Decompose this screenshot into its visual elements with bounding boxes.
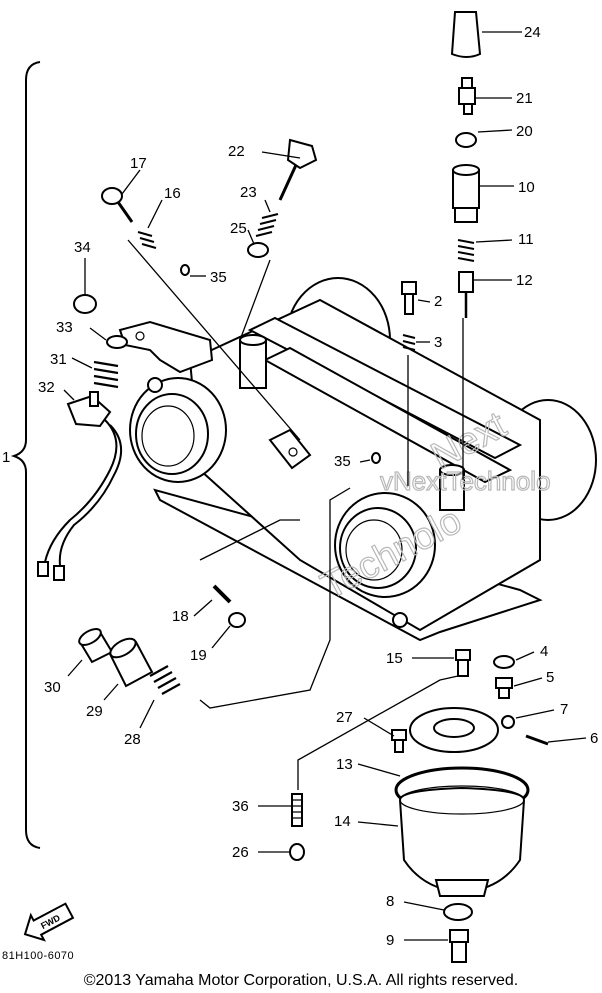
part-2-screw	[401, 281, 417, 315]
callout-28: 28	[124, 731, 141, 748]
part-20-ring	[455, 132, 477, 148]
callout-13: 13	[336, 756, 353, 773]
part-33-washer	[106, 335, 128, 349]
part-27-screw	[391, 729, 407, 753]
callout-14: 14	[334, 813, 351, 830]
part-22-screw	[278, 138, 318, 201]
part-36-stud	[291, 793, 303, 827]
part-19-washer	[228, 612, 246, 628]
callout-20: 20	[516, 123, 533, 140]
callout-29: 29	[86, 703, 103, 720]
part-34-cap	[73, 294, 97, 314]
callout-33: 33	[56, 319, 73, 336]
callout-7: 7	[560, 701, 568, 718]
callout-24: 24	[524, 24, 541, 41]
part-28-spring	[149, 665, 181, 695]
part-18-pin	[212, 584, 232, 604]
callout-10: 10	[518, 179, 535, 196]
part-35-oring-upper	[180, 264, 190, 276]
callout-22: 22	[228, 143, 245, 160]
part-25-washer	[247, 242, 269, 258]
callout-17: 17	[130, 155, 147, 172]
part-35-oring-lower	[371, 452, 381, 464]
part-12-plunger	[458, 271, 474, 318]
callout-2: 2	[434, 293, 442, 310]
callout-6: 6	[590, 730, 598, 747]
assembly-bracket	[10, 61, 41, 849]
callout-1: 1	[2, 449, 10, 466]
callout-16: 16	[164, 185, 181, 202]
part-6-pin	[525, 734, 549, 746]
callout-11: 11	[518, 231, 534, 248]
callout-8: 8	[386, 893, 394, 910]
part-17-screw	[101, 187, 134, 223]
copyright-notice: ©2013 Yamaha Motor Corporation, U.S.A. A…	[83, 972, 519, 989]
part-29-sleeve	[108, 637, 154, 688]
callout-3: 3	[434, 334, 442, 351]
part-31-spring	[93, 360, 119, 389]
callout-12: 12	[516, 272, 533, 289]
part-26-cap	[289, 843, 305, 861]
callout-36: 36	[232, 798, 249, 815]
svg-text:vNextTechnolo: vNextTechnolo	[380, 466, 551, 496]
callout-31: 31	[50, 351, 67, 368]
callout-27: 27	[336, 709, 353, 726]
part-16-spring	[137, 231, 157, 249]
part-5-screw	[495, 677, 513, 699]
callout-18: 18	[172, 608, 189, 625]
callout-9: 9	[386, 932, 394, 949]
callout-34: 34	[74, 239, 91, 256]
callout-5: 5	[546, 669, 554, 686]
callout-25: 25	[230, 220, 247, 237]
part-23-spring	[255, 213, 279, 237]
part-10-holder	[452, 164, 480, 223]
callout-21: 21	[516, 90, 533, 107]
callout-35-upper: 35	[210, 269, 227, 286]
fwd-arrow-icon: FWD	[23, 902, 75, 942]
callout-4: 4	[540, 643, 548, 660]
callout-15: 15	[386, 650, 403, 667]
callout-30: 30	[44, 679, 61, 696]
callout-26: 26	[232, 844, 249, 861]
callout-32: 32	[38, 379, 55, 396]
part-8-washer	[443, 903, 473, 921]
part-9-drain-screw	[449, 929, 469, 963]
callout-35-lower: 35	[334, 453, 351, 470]
part-float	[409, 707, 515, 753]
part-14-bowl	[398, 785, 526, 897]
part-15-jet	[455, 649, 471, 677]
part-24-cap	[450, 11, 482, 58]
catalog-code: 81H100-6070	[2, 950, 75, 962]
part-32-switch	[37, 391, 122, 581]
carburetor-body	[118, 277, 597, 642]
callouts: 1 2 3 4 5 6 7 8 9 10 11 12 13 14 15 16 1…	[2, 24, 598, 949]
callout-19: 19	[190, 647, 207, 664]
part-30-cap	[78, 628, 114, 664]
part-3-spring	[402, 334, 416, 351]
leader-lines	[63, 31, 587, 941]
part-21-needle-jet	[458, 77, 476, 115]
part-4-washer	[493, 655, 515, 669]
callout-23: 23	[240, 184, 257, 201]
part-11-spring	[457, 239, 475, 262]
